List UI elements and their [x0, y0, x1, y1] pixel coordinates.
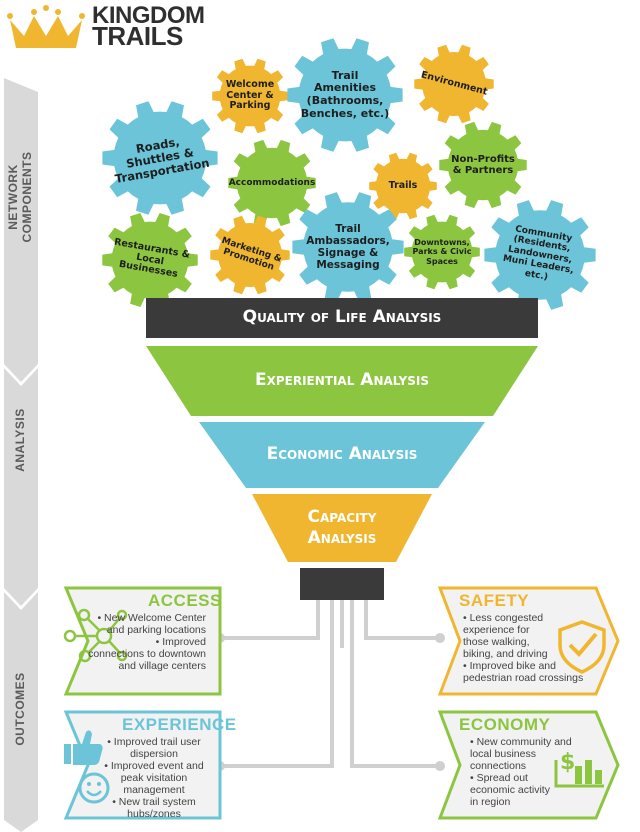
funnel-quality-shape	[146, 298, 538, 338]
experience-line: hubs/zones	[127, 808, 181, 820]
shield-check-icon	[558, 620, 606, 674]
gear-marketing	[210, 215, 290, 295]
experience-line: • Improved trail user	[107, 736, 201, 748]
safety-title: SAFETY	[459, 591, 530, 610]
gear-nonprofits	[439, 121, 527, 209]
gear-trails-label: Trails	[388, 179, 418, 191]
safety-line: those walking,	[463, 636, 530, 648]
experience-line: • Improved event and	[104, 760, 204, 772]
logo-line-2: TRAILS	[92, 21, 183, 51]
access-line: • Improved	[155, 636, 206, 648]
economy-line: in region	[470, 796, 511, 808]
access-line: and parking locations	[106, 624, 206, 636]
gear-welcome-label: Welcome Center & Parking	[225, 78, 275, 112]
funnel-economic-shape	[199, 422, 485, 488]
outcome-connectors	[220, 600, 440, 768]
gear-ambassadors	[292, 192, 404, 302]
experience-line: • New trail system	[112, 796, 196, 808]
dollar-sign-icon: $	[560, 750, 576, 775]
safety-line: biking, and driving	[463, 648, 548, 660]
gear-amenities	[287, 38, 403, 152]
safety-line: • Less congested	[463, 612, 544, 624]
safety-line: • Improved bike and	[463, 660, 556, 672]
access-line: and village centers	[118, 660, 206, 672]
gear-environment	[414, 44, 494, 124]
access-line: connections to downtown	[88, 648, 206, 660]
gear-accommodations-label: Accommodations	[228, 177, 316, 188]
funnel-capacity-label: Capacity Analysis	[307, 506, 377, 548]
safety-line: experience for	[463, 624, 530, 636]
economy-line: economic activity	[470, 784, 550, 796]
sidebar-chevrons	[4, 78, 38, 832]
gear-trails	[369, 152, 437, 220]
gear-roads	[102, 101, 218, 215]
economy-line: local business	[470, 748, 536, 760]
gear-downtowns-label: Downtowns, Parks & Civic Spaces	[412, 238, 472, 266]
gear-nonprofits-label: Non-Profits & Partners	[451, 153, 515, 177]
experience-line: management	[123, 784, 185, 796]
economy-title: ECONOMY	[459, 715, 551, 734]
economy-line: • Spread out	[470, 772, 528, 784]
economy-panel	[437, 710, 620, 820]
funnel-quality-label: Quality of Life Analysis	[242, 307, 442, 328]
gear-restaurants	[102, 213, 198, 307]
economy-line: connections	[470, 760, 527, 772]
gear-downtowns	[404, 214, 480, 290]
crown-logo-icon	[7, 5, 85, 48]
experience-line: peak visitation	[120, 772, 188, 784]
funnel-experiential-shape	[146, 346, 538, 416]
gear-community	[484, 200, 596, 310]
access-line: • New Welcome Center	[97, 612, 206, 624]
gear-accommodations	[228, 139, 316, 227]
funnel-economic-label: Economic Analysis	[266, 444, 418, 465]
gear-welcome	[212, 58, 288, 134]
thumbs-up-smiley-icon	[64, 730, 110, 804]
funnel-capacity-shape	[252, 494, 432, 562]
safety-line: pedestrian road crossings	[463, 672, 584, 684]
logo-line-1: KINGDOM	[92, 2, 205, 29]
access-title: ACCESS	[148, 591, 222, 610]
funnel-experiential-label: Experiential Analysis	[254, 370, 429, 391]
network-icon	[63, 608, 128, 663]
experience-line: dispersion	[130, 748, 178, 760]
logo-wordmark: KINGDOM TRAILS	[92, 2, 205, 51]
economy-line: • New community and	[470, 736, 572, 748]
experience-title: EXPERIENCE	[122, 715, 237, 734]
gear-ambassadors-label: Trail Ambassadors, Signage & Messaging	[306, 222, 390, 272]
gear-amenities-label: Trail Amenities (Bathrooms, Benches, etc…	[300, 68, 390, 120]
funnel-outlet	[300, 568, 384, 600]
dollar-chart-icon	[554, 760, 604, 788]
access-panel	[63, 586, 222, 696]
